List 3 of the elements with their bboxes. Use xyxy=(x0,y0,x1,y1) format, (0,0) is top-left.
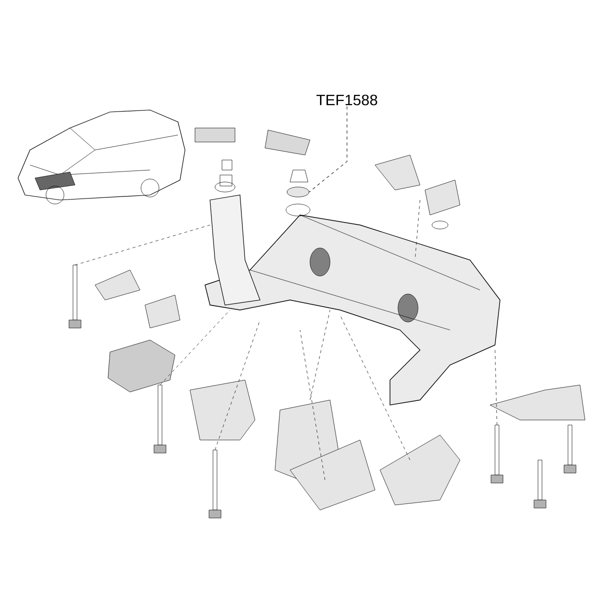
part-number: TEF1588 xyxy=(316,94,378,106)
leader-line xyxy=(308,106,348,192)
washer-drawing xyxy=(286,186,310,198)
